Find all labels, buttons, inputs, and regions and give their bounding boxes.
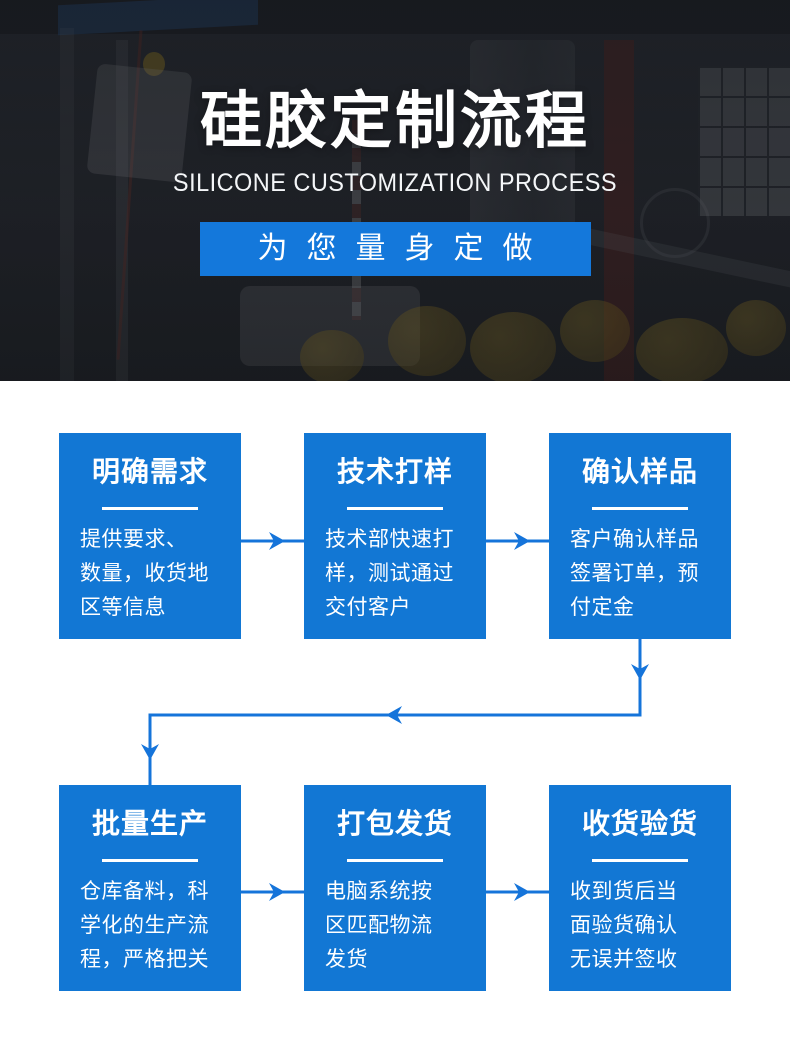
step-description: 仓库备料，科 学化的生产流 程，严格把关 [80, 880, 209, 971]
step-description: 提供要求、 数量，收货地 区等信息 [80, 528, 209, 619]
step-description: 电脑系统按 区匹配物流 发货 [325, 880, 433, 971]
step-description: 客户确认样品 签署订单，预 付定金 [570, 528, 699, 619]
step-title: 技术打样 [336, 456, 453, 487]
hero-banner: 硅胶定制流程 SILICONE CUSTOMIZATION PROCESS 为您… [0, 0, 790, 381]
process-flowchart: 明确需求 提供要求、 数量，收货地 区等信息 技术打样 技术部快速打 样，测试通… [0, 381, 790, 1061]
step-divider [347, 859, 443, 862]
custom-made-button[interactable]: 为您量身定做 [199, 222, 591, 276]
flow-step-4: 批量生产 仓库备料，科 学化的生产流 程，严格把关 [59, 785, 241, 991]
step-title: 确认样品 [581, 456, 698, 487]
flow-arrows [141, 532, 649, 901]
step-title: 明确需求 [91, 456, 208, 487]
step-divider [102, 507, 198, 510]
page-subtitle: SILICONE CUSTOMIZATION PROCESS [172, 169, 618, 197]
step-divider [592, 507, 688, 510]
step-divider [592, 859, 688, 862]
flow-step-1: 明确需求 提供要求、 数量，收货地 区等信息 [59, 433, 241, 639]
flow-step-5: 打包发货 电脑系统按 区匹配物流 发货 [304, 785, 486, 991]
step-description: 技术部快速打 样，测试通过 交付客户 [325, 528, 454, 619]
step-divider [347, 507, 443, 510]
step-divider [102, 859, 198, 862]
step-title: 批量生产 [91, 808, 208, 839]
flow-step-3: 确认样品 客户确认样品 签署订单，预 付定金 [549, 433, 731, 639]
flow-step-6: 收货验货 收到货后当 面验货确认 无误并签收 [549, 785, 731, 991]
hero-content: 硅胶定制流程 SILICONE CUSTOMIZATION PROCESS 为您… [0, 0, 790, 381]
page-title: 硅胶定制流程 [199, 87, 590, 156]
dark-overlay [0, 0, 790, 381]
step-title: 打包发货 [336, 808, 453, 839]
step-title: 收货验货 [581, 808, 698, 839]
flow-step-2: 技术打样 技术部快速打 样，测试通过 交付客户 [304, 433, 486, 639]
arrowheads [141, 532, 649, 901]
step-description: 收到货后当 面验货确认 无误并签收 [570, 880, 678, 971]
